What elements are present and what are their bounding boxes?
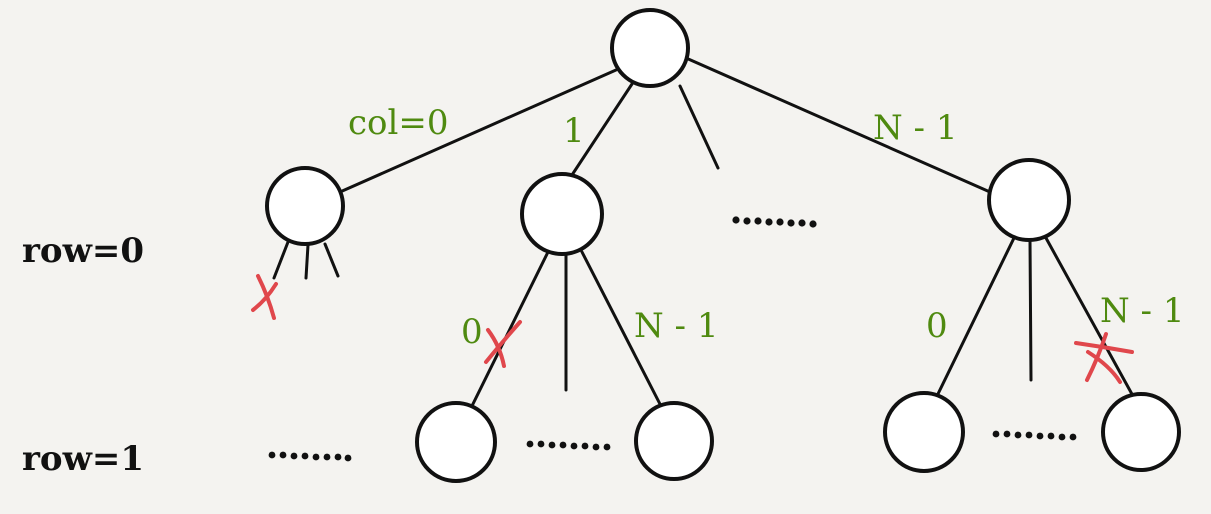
label-col1: 1 — [563, 111, 585, 151]
ellipsis-row1-left — [268, 451, 352, 462]
edge-root-col0 — [338, 68, 618, 194]
edge-right-col0 — [934, 236, 1016, 400]
label-row0: row=0 — [22, 231, 144, 271]
edge-mid-colN1 — [580, 250, 664, 410]
row0-node-col1 — [520, 172, 604, 256]
label-col0: col=0 — [348, 103, 449, 143]
label-row1: row=1 — [22, 439, 144, 479]
label-right-branch-N1: N - 1 — [1100, 291, 1185, 331]
label-right-branch-0: 0 — [926, 306, 948, 346]
row1-node-b — [634, 401, 714, 481]
edge-right-stub — [1028, 238, 1033, 382]
row1-node-c — [883, 391, 965, 473]
row1-node-a — [415, 401, 497, 483]
edge-left-stub-3 — [323, 242, 340, 278]
edge-mid-col0 — [467, 250, 550, 414]
ellipsis-row1-right — [992, 430, 1077, 441]
edge-root-colN1 — [684, 56, 992, 194]
edge-left-stub-2 — [304, 243, 310, 280]
pruned-cross-middle — [484, 320, 522, 368]
ellipsis-row1-middle — [526, 440, 611, 451]
row0-node-col0 — [265, 166, 345, 246]
pruned-cross-right — [1074, 332, 1134, 384]
label-colN1: N - 1 — [873, 108, 958, 148]
edge-root-col1 — [568, 82, 634, 180]
edge-right-colN1 — [1044, 236, 1135, 398]
root-node — [610, 8, 690, 88]
ellipsis-row0 — [732, 216, 817, 228]
pruned-cross-left — [251, 274, 278, 320]
row1-node-d — [1101, 392, 1181, 472]
edge-root-stub — [678, 84, 720, 170]
row0-node-colN1 — [987, 158, 1071, 242]
label-mid-branch-N1: N - 1 — [634, 306, 719, 346]
label-mid-branch-0: 0 — [461, 312, 483, 352]
edge-left-stub-1 — [272, 240, 290, 280]
